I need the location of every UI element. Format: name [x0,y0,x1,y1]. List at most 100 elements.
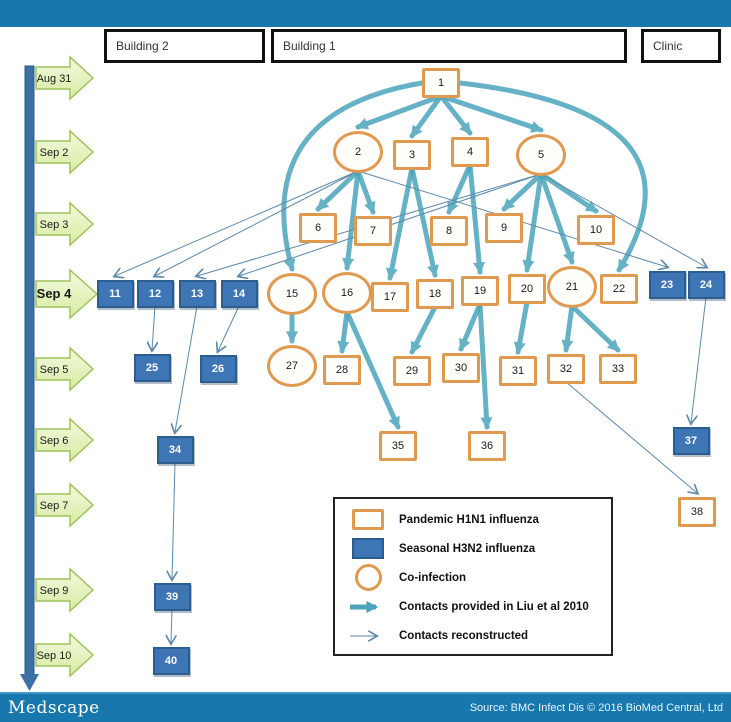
timeline-label: Sep 3 [40,219,69,231]
clinic-header: Clinic [641,29,721,63]
edge-1-to-2-provided [355,93,444,130]
edge-39-to-40-reconstructed [171,608,172,643]
node-11-seasonal: 11 [96,280,134,308]
edge-5-to-20-provided [522,171,544,273]
node-14-seasonal: 14 [220,280,258,308]
node-3-pandemic: 3 [393,140,431,170]
legend-label: Pandemic H1N1 influenza [399,513,539,526]
edge-1-to-15-provided [281,80,425,272]
node-24-seasonal: 24 [687,271,725,299]
reconstructed-swatch-icon [345,627,391,645]
node-27-coinfection: 27 [267,345,317,387]
edge-2-to-11-reconstructed [115,170,359,276]
timeline-arrow-icon [35,482,95,528]
node-18-pandemic: 18 [416,279,454,309]
node-32-pandemic: 32 [547,354,585,384]
edge-2-to-7-provided [355,168,376,215]
node-12-seasonal: 12 [136,280,174,308]
clinic-label: Clinic [653,39,683,53]
edge-14-to-26-reconstructed [218,305,240,351]
legend-item-provided: Contacts provided in Liu et al 2010 [345,592,611,621]
node-38-pandemic: 38 [678,497,716,527]
edge-2-to-6-provided [315,168,361,212]
timeline-label: Sep 10 [37,650,72,662]
edge-18-to-29-provided [409,304,438,355]
node-1-pandemic: 1 [422,68,460,98]
legend-item-seasonal: Seasonal H3N2 influenza [345,534,611,563]
timeline-label: Sep 5 [40,364,69,376]
node-10-pandemic: 10 [577,215,615,245]
edge-4-to-19-provided [467,162,486,275]
timeline-arrow-icon [35,346,95,392]
edge-5-to-21-provided [538,171,575,265]
legend-item-reconstructed: Contacts reconstructed [345,621,611,650]
edge-19-to-36-provided [477,301,493,430]
edge-1-to-5-provided [438,93,544,133]
timeline-arrow-icon [35,129,95,175]
edge-19-to-30-provided [458,301,483,352]
edge-13-to-34-reconstructed [175,305,198,432]
edge-21-to-33-provided [569,303,621,353]
edge-16-to-35-provided [344,309,401,430]
legend-item-pandemic: Pandemic H1N1 influenza [345,505,611,534]
node-7-pandemic: 7 [354,216,392,246]
edge-1-to-3-provided [409,93,444,139]
node-16-coinfection: 16 [322,272,372,314]
edge-5-to-10-provided [538,171,599,214]
timeline-label: Sep 4 [37,286,72,301]
top-bar [0,0,731,27]
node-26-seasonal: 26 [199,355,237,383]
node-13-seasonal: 13 [178,280,216,308]
edge-21-to-32-provided [561,303,575,353]
node-28-pandemic: 28 [323,355,361,385]
node-15-coinfection: 15 [267,273,317,315]
node-36-pandemic: 36 [468,431,506,461]
timeline-bar-arrowhead-icon [20,674,39,691]
node-29-pandemic: 29 [393,356,431,386]
node-35-pandemic: 35 [379,431,417,461]
node-40-seasonal: 40 [152,647,190,675]
edge-1-to-4-provided [438,93,473,136]
building2-label: Building 2 [116,39,169,53]
edge-12-to-25-reconstructed [152,305,155,350]
edge-5-to-24-reconstructed [540,173,706,267]
node-37-seasonal: 37 [672,427,710,455]
coinfection-swatch-icon [345,564,391,591]
timeline-arrow-icon [35,417,95,463]
timeline-arrow-icon [35,632,95,678]
node-5-coinfection: 5 [516,134,566,176]
node-30-pandemic: 30 [442,353,480,383]
edge-3-to-18-provided [409,165,439,278]
legend-label: Contacts provided in Liu et al 2010 [399,600,589,613]
timeline-label: Sep 9 [40,585,69,597]
edge-2-to-16-provided [342,168,361,271]
source-attribution: Source: BMC Infect Dis © 2016 BioMed Cen… [469,702,723,714]
pandemic-swatch-icon [345,509,391,530]
node-33-pandemic: 33 [599,354,637,384]
node-4-pandemic: 4 [451,137,489,167]
seasonal-swatch-icon [345,538,391,559]
timeline-arrow-icon [35,55,95,101]
node-2-coinfection: 2 [333,131,383,173]
node-31-pandemic: 31 [499,356,537,386]
node-23-seasonal: 23 [648,271,686,299]
node-34-seasonal: 34 [156,436,194,464]
node-39-seasonal: 39 [153,583,191,611]
legend-item-coinfection: Co-infection [345,563,611,592]
building2-header: Building 2 [104,29,265,63]
timeline-label: Sep 7 [40,500,69,512]
edge-16-to-28-provided [337,309,350,354]
edge-24-to-37-reconstructed [691,296,707,423]
edge-1-to-22-provided [457,80,648,273]
building1-label: Building 1 [283,39,336,53]
node-6-pandemic: 6 [299,213,337,243]
timeline-label: Sep 6 [40,435,69,447]
timeline-arrow-icon [35,268,99,320]
node-22-pandemic: 22 [600,274,638,304]
edge-5-to-9-provided [501,171,544,212]
legend-label: Co-infection [399,571,467,584]
node-8-pandemic: 8 [430,216,468,246]
node-19-pandemic: 19 [461,276,499,306]
